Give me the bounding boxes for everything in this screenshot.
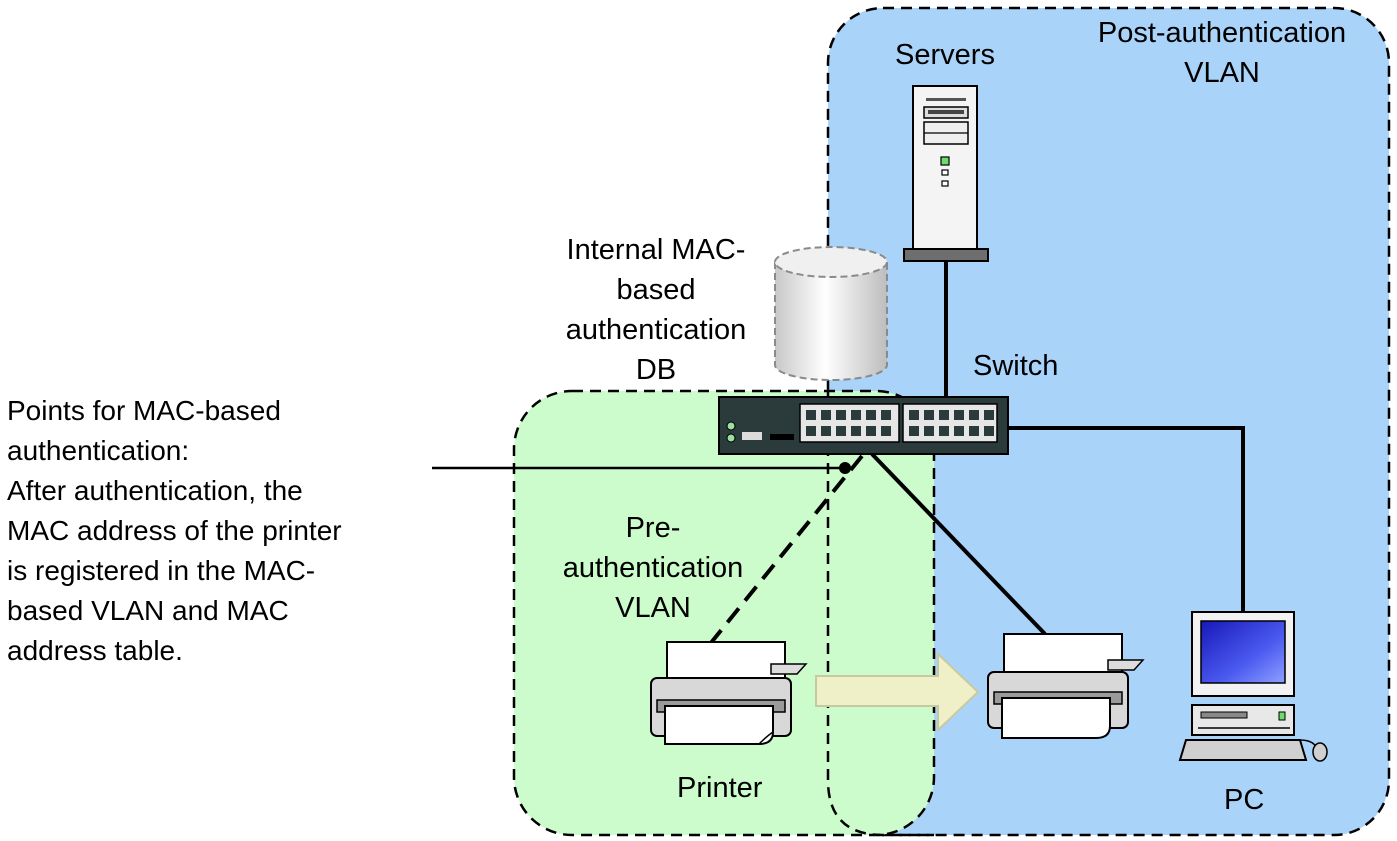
switch-port — [954, 426, 964, 436]
switch-port — [806, 410, 816, 420]
switch-port — [969, 410, 979, 420]
switch-port — [806, 426, 816, 436]
switch-port — [881, 426, 891, 436]
switch-printer-link — [870, 452, 1047, 636]
switch-pc-link — [1008, 426, 1245, 612]
pc-icon — [1178, 611, 1328, 762]
mac-auth-note: Points for MAC-based authentication: Aft… — [7, 391, 427, 671]
switch-port — [909, 426, 919, 436]
pre-auth-vlan-label-line: Pre- — [625, 512, 681, 544]
note-line: MAC address of the printer — [7, 515, 342, 546]
switch-port — [924, 426, 934, 436]
switch-port — [939, 426, 949, 436]
server-icon — [903, 85, 989, 262]
note-line: based VLAN and MAC — [7, 595, 289, 626]
note-pointer-dot — [839, 462, 851, 474]
post-auth-vlan-label: Post-authentication VLAN — [1072, 13, 1372, 93]
note-line: address table. — [7, 635, 183, 666]
post-auth-vlan-label-line: Post-authentication — [1097, 17, 1347, 49]
switch-port — [984, 410, 994, 420]
switch-icon — [718, 396, 1009, 455]
pc-label: PC — [1224, 784, 1265, 816]
printer-icon — [987, 633, 1145, 739]
switch-port — [954, 410, 964, 420]
switch-port — [881, 410, 891, 420]
switch-port — [851, 410, 861, 420]
switch-port — [909, 410, 919, 420]
switch-port — [924, 410, 934, 420]
pre-auth-vlan-label-line: authentication — [562, 552, 744, 584]
post-auth-vlan-label-line: VLAN — [1184, 57, 1260, 89]
internal-db-label: Internal MAC- based authentication DB — [538, 230, 774, 390]
printer-icon — [650, 641, 808, 745]
arrow-icon — [815, 651, 980, 733]
internal-db-label-line: authentication — [565, 314, 747, 346]
switch-port — [866, 410, 876, 420]
switch-port — [984, 426, 994, 436]
internal-db-label-line: DB — [635, 354, 677, 386]
internal-db-label-line: Internal MAC- — [566, 234, 746, 266]
switch-printer-preauth-link — [708, 454, 864, 646]
switch-port — [969, 426, 979, 436]
pre-auth-vlan-label: Pre- authentication VLAN — [540, 508, 766, 628]
switch-port — [866, 426, 876, 436]
note-line: Points for MAC-based — [7, 395, 281, 426]
switch-port — [836, 426, 846, 436]
note-line: After authentication, the — [7, 475, 303, 506]
switch-port — [821, 410, 831, 420]
switch-port — [851, 426, 861, 436]
zone-overlap-boundary — [826, 391, 934, 837]
note-line: is registered in the MAC- — [7, 555, 316, 586]
pre-auth-vlan-label-line: VLAN — [615, 592, 691, 624]
switch-port — [821, 426, 831, 436]
servers-label: Servers — [895, 39, 995, 71]
note-line: authentication: — [7, 435, 190, 466]
switch-port — [939, 410, 949, 420]
database-icon — [774, 246, 888, 381]
printer-label: Printer — [677, 772, 763, 804]
switch-label: Switch — [973, 350, 1059, 382]
switch-port — [836, 410, 846, 420]
internal-db-label-line: based — [616, 274, 696, 306]
